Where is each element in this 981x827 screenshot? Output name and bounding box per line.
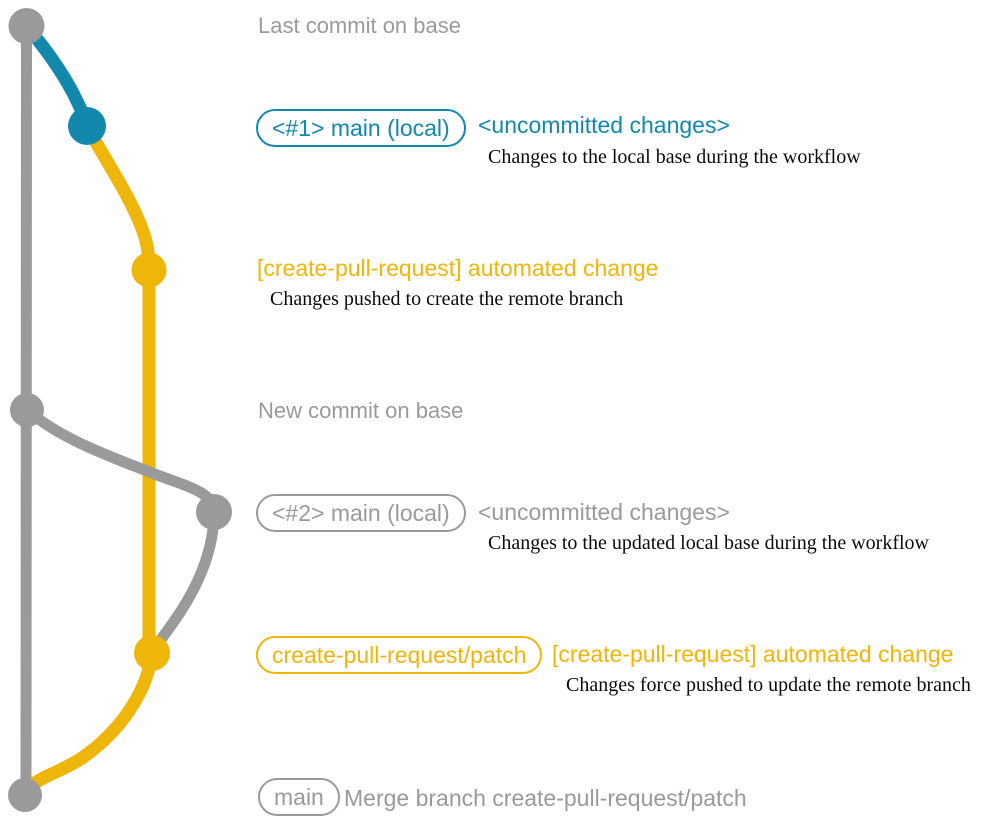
main-local-2-rebase-line: [146, 506, 220, 659]
branch-label-main-local-1: <#1> main (local): [256, 109, 466, 147]
patch-branch-line: [80, 119, 159, 660]
commit-node-new-base: [10, 393, 44, 427]
branch-label-patch: create-pull-request/patch: [256, 636, 543, 674]
annotation-automated-change-1: [create-pull-request] automated change: [257, 255, 659, 281]
commit-node-merge: [8, 778, 42, 812]
git-graph: [8, 8, 232, 812]
commit-node-last-base: [8, 8, 45, 44]
note-changes-pushed: Changes pushed to create the remote bran…: [270, 288, 624, 310]
branch-label-main: main: [258, 778, 340, 816]
annotation-new-commit-on-base: New commit on base: [258, 398, 464, 423]
commit-node-main-local-2: [196, 494, 232, 530]
commit-node-main-local-1: [68, 107, 106, 145]
note-local-base-changes: Changes to the local base during the wor…: [488, 146, 861, 168]
note-updated-local-base-changes: Changes to the updated local base during…: [488, 532, 929, 554]
annotation-uncommitted-changes-2: <uncommitted changes>: [478, 499, 730, 525]
patch-merge-line: [18, 646, 159, 802]
commit-node-patch-2: [134, 635, 170, 671]
commit-node-patch-1: [131, 252, 167, 288]
annotation-merge-branch: Merge branch create-pull-request/patch: [344, 785, 747, 811]
main-local-2-branch-line: [21, 404, 220, 518]
annotation-uncommitted-changes-1: <uncommitted changes>: [478, 112, 730, 138]
branch-label-main-local-2: <#2> main (local): [256, 494, 466, 532]
annotation-automated-change-2: [create-pull-request] automated change: [552, 641, 954, 667]
note-changes-force-pushed: Changes force pushed to update the remot…: [566, 674, 971, 696]
annotation-last-commit-on-base: Last commit on base: [258, 13, 461, 38]
